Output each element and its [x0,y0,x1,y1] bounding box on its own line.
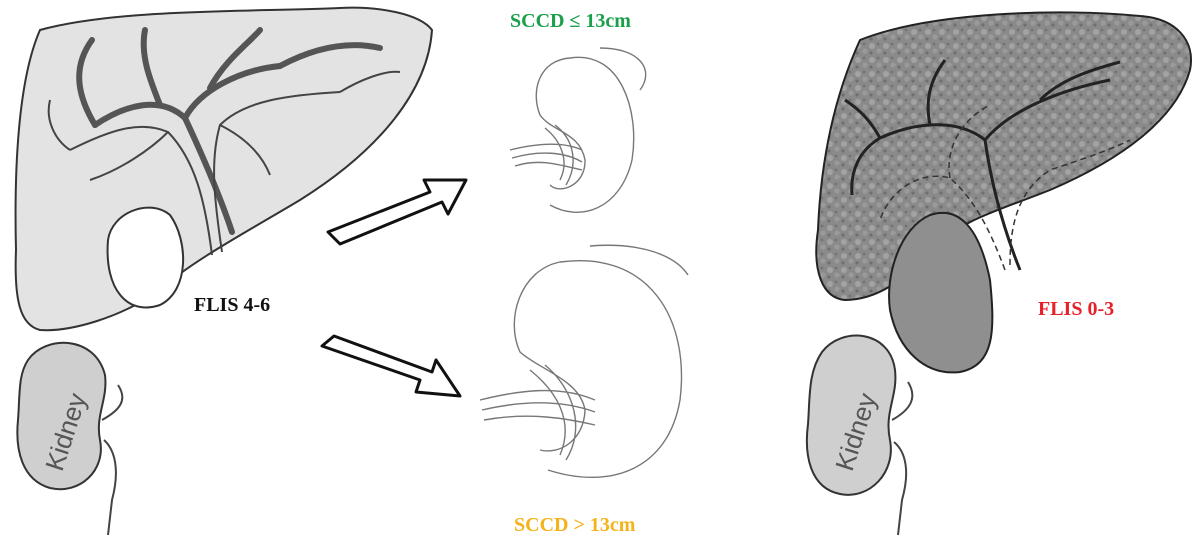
normal-liver-illustration: Kidney [16,8,432,535]
flis-low-label: FLIS 0-3 [1038,298,1114,321]
arrow-down-right-icon [322,336,460,396]
spleen-small [510,48,646,212]
cirrhotic-liver [816,12,1191,300]
sccd-small-label: SCCD ≤ 13cm [510,10,631,33]
sccd-large-label: SCCD > 13cm [514,514,635,537]
spleen-large [480,245,688,477]
normal-gallbladder [108,208,184,308]
cirrhotic-liver-illustration: Kidney [807,12,1191,535]
right-kidney: Kidney [807,336,912,535]
cirrhotic-gallbladder [889,213,992,373]
flis-normal-label: FLIS 4-6 [194,294,270,317]
normal-liver [16,8,432,330]
arrow-up-right-icon [328,180,466,244]
left-kidney: Kidney [17,343,122,535]
